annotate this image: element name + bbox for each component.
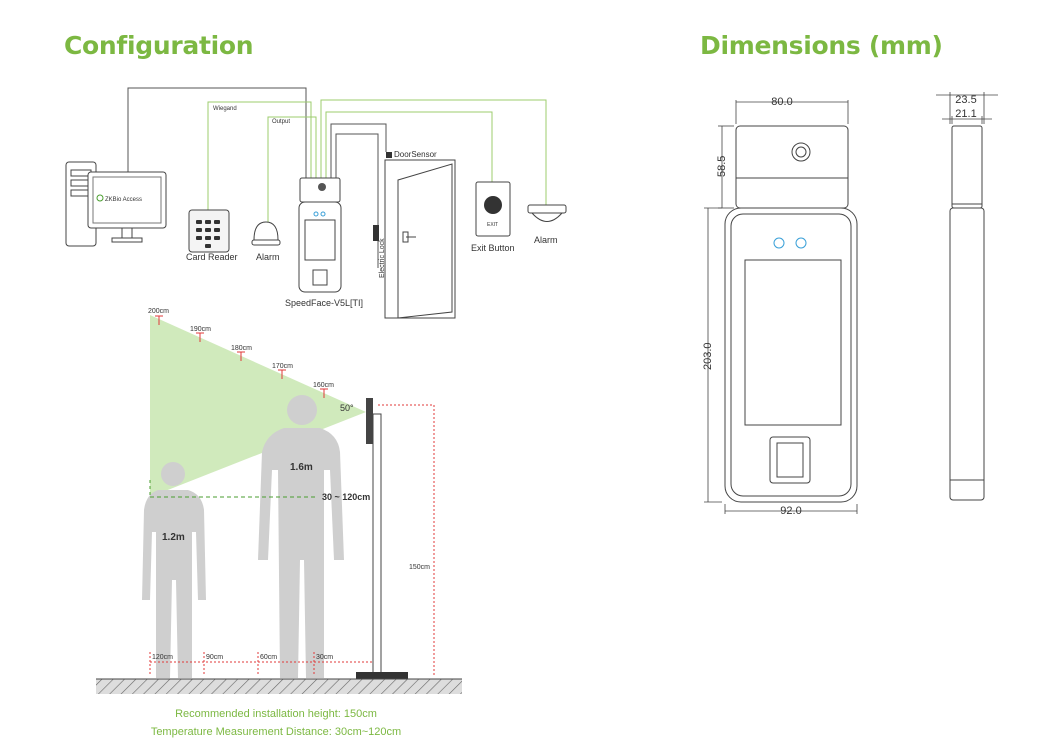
- person-tall-label: 1.6m: [290, 462, 313, 473]
- side-depth-label: 23.5: [955, 94, 976, 106]
- side-view: [949, 125, 985, 501]
- bottom-width-label: 92.0: [780, 505, 801, 517]
- body-height-label: 203.0: [702, 342, 714, 370]
- terminal-device: [298, 177, 342, 293]
- side-dimension-lines: [936, 92, 998, 124]
- alarm-siren-label: Alarm: [256, 252, 280, 262]
- camera-height-label: 58.5: [716, 156, 728, 177]
- door-sensor-label: DoorSensor: [394, 150, 437, 159]
- mount-height-label: 150cm: [409, 564, 430, 571]
- height-label-200: 200cm: [148, 308, 169, 315]
- height-markers: [155, 315, 328, 398]
- person-tall: [258, 395, 344, 678]
- height-label-180: 180cm: [231, 345, 252, 352]
- output-label: Output: [272, 119, 290, 125]
- person-short: [142, 462, 206, 678]
- front-view: [724, 125, 858, 503]
- wiring-lines: [127, 87, 547, 268]
- distance-marks: [149, 652, 372, 676]
- person-short-label: 1.2m: [162, 532, 185, 543]
- door: [373, 152, 456, 319]
- dimensions-title: Dimensions (mm): [700, 31, 943, 60]
- height-label-160: 160cm: [313, 382, 334, 389]
- configuration-title: Configuration: [64, 31, 254, 60]
- detection-cone: [150, 315, 366, 497]
- ground-hatch: [96, 679, 462, 694]
- distance-label-90: 90cm: [206, 654, 223, 661]
- mount-height-dimension: [378, 404, 435, 676]
- exit-button-text: EXIT: [487, 222, 498, 228]
- height-label-190: 190cm: [190, 326, 211, 333]
- pc-software-label: ZKBio Access: [105, 197, 142, 203]
- alarm-detector: [527, 204, 567, 222]
- top-width-label: 80.0: [771, 96, 792, 108]
- wiegand-label: Wiegand: [213, 106, 237, 112]
- distance-label-30: 30cm: [316, 654, 333, 661]
- height-label-170: 170cm: [272, 363, 293, 370]
- side-depth-inner-label: 21.1: [955, 108, 976, 120]
- caption-installation-height: Recommended installation height: 150cm: [175, 708, 377, 720]
- distance-label-60: 60cm: [260, 654, 277, 661]
- terminal-label: SpeedFace-V5L[TI]: [285, 298, 363, 308]
- alarm-siren: [251, 221, 281, 246]
- exit-button: EXIT: [475, 181, 511, 237]
- distance-label-120: 120cm: [152, 654, 173, 661]
- electric-lock-label: Electric Lock: [379, 238, 386, 278]
- caption-measurement-distance: Temperature Measurement Distance: 30cm~1…: [150, 726, 402, 738]
- alarm-detector-label: Alarm: [534, 235, 558, 245]
- card-reader-label: Card Reader: [186, 252, 238, 262]
- pc-workstation: ZKBio Access: [65, 161, 167, 247]
- angle-label: 50°: [340, 403, 354, 413]
- terminal-stand: [356, 398, 408, 679]
- exit-button-label: Exit Button: [471, 243, 515, 253]
- card-reader: [188, 209, 230, 253]
- range-label: 30 ~ 120cm: [322, 492, 370, 502]
- front-dimension-lines: [704, 100, 858, 514]
